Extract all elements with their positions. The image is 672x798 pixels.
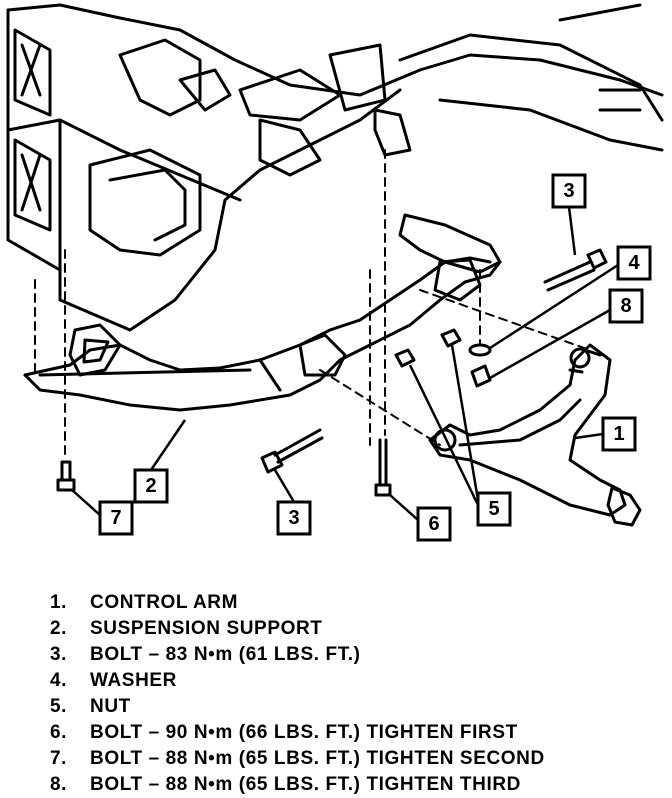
callout-4-label: 4 (628, 252, 640, 274)
legend-item-text: CONTROL ARM (90, 592, 239, 613)
legend-item-text: WASHER (90, 670, 177, 691)
callout-2: 2 (133, 419, 187, 504)
callout-8-label: 8 (620, 295, 631, 317)
legend-item-number: 3. (50, 644, 68, 665)
legend-item: 8. BOLT – 88 N•m (65 LBS. FT.) TIGHTEN TH… (50, 772, 660, 798)
legend-item-text: NUT (90, 696, 131, 717)
legend-item-number: 4. (50, 670, 68, 691)
legend-item: 6. BOLT – 90 N•m (66 LBS. FT.) TIGHTEN FI… (50, 720, 660, 746)
frame-rail (6, 3, 664, 332)
control-arm (428, 343, 642, 527)
callout-4: 4 (489, 245, 652, 350)
legend-item-number: 6. (50, 722, 68, 743)
fasteners (56, 248, 608, 497)
legend-item: 4. WASHER (50, 668, 660, 694)
callout-3-bottom: 3 (273, 469, 312, 536)
legend-item-text: BOLT – 90 N•m (66 LBS. FT.) TIGHTEN FIRS… (90, 722, 518, 743)
legend-item-text: BOLT – 88 N•m (65 LBS. FT.) TIGHTEN SECO… (90, 748, 545, 769)
callout-3-top-label: 3 (563, 180, 574, 202)
legend-item: 3. BOLT – 83 N•m (61 LBS. FT.) (50, 642, 660, 668)
legend-item: 5. NUT (50, 694, 660, 720)
legend-item: 2. SUSPENSION SUPPORT (50, 616, 660, 642)
callout-3-top: 3 (551, 173, 587, 256)
callout-5: 5 (408, 344, 512, 527)
legend-item: 1. CONTROL ARM (50, 590, 660, 616)
suspension-support (23, 213, 502, 412)
callout-6: 6 (389, 494, 452, 542)
legend-item-number: 8. (50, 774, 68, 795)
callout-8: 8 (489, 288, 644, 380)
legend-item-number: 1. (50, 592, 68, 613)
callout-5-label: 5 (488, 498, 499, 520)
parts-legend: 1. CONTROL ARM 2. SUSPENSION SUPPORT 3. BOL… (50, 590, 660, 798)
legend-item-number: 7. (50, 748, 68, 769)
callout-7-label: 7 (110, 507, 121, 529)
callout-1: 1 (574, 416, 637, 452)
legend-item: 7. BOLT – 88 N•m (65 LBS. FT.) TIGHTEN SE… (50, 746, 660, 772)
callout-7: 7 (71, 489, 134, 536)
alignment-lines (34, 149, 591, 461)
legend-item-text: BOLT – 83 N•m (61 LBS. FT.) (90, 644, 361, 665)
callout-6-label: 6 (428, 513, 439, 535)
legend-item-text: SUSPENSION SUPPORT (90, 618, 323, 639)
legend-item-number: 2. (50, 618, 68, 639)
callout-2-label: 2 (145, 475, 156, 497)
legend-item-text: BOLT – 88 N•m (65 LBS. FT.) TIGHTEN THIR… (90, 774, 521, 795)
legend-item-number: 5. (50, 696, 68, 717)
suspension-exploded-diagram: 1 2 3 3 4 5 6 7 8 (6, 3, 664, 542)
callout-1-label: 1 (613, 423, 624, 445)
callout-3-bottom-label: 3 (288, 507, 299, 529)
